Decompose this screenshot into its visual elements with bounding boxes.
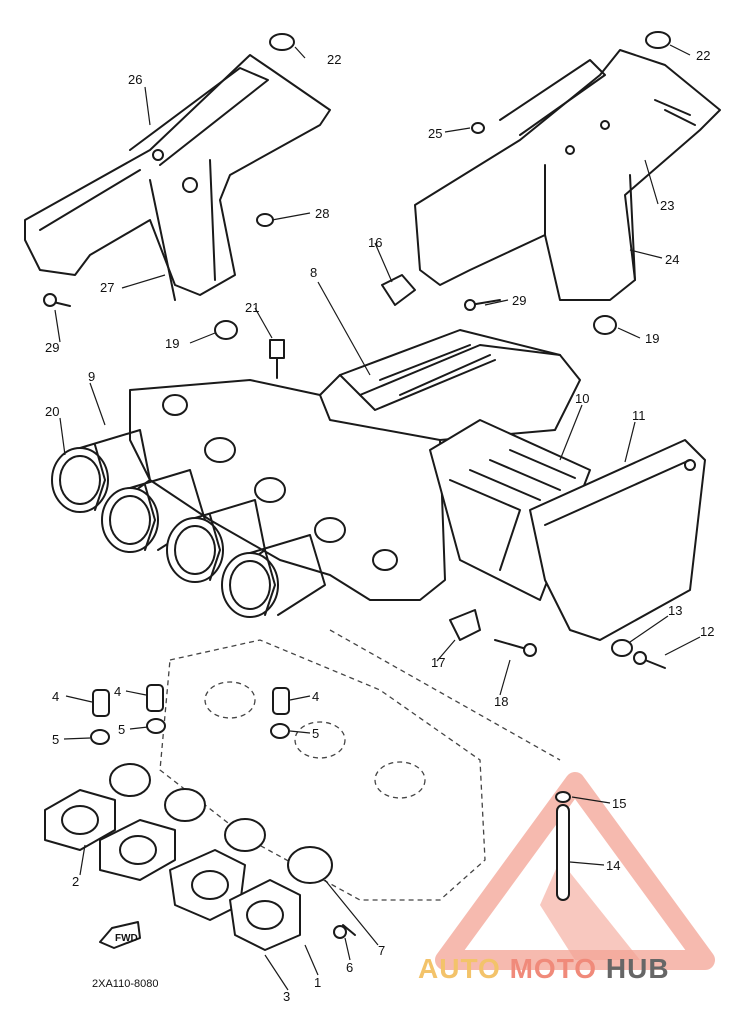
watermark-wordmark: AUTO MOTO HUB (418, 953, 670, 984)
diagram-code: 2XA110-8080 (92, 978, 158, 990)
callout-6: 6 (346, 960, 353, 975)
manifold-4 (229, 846, 333, 951)
callout-22-left: 22 (327, 52, 341, 67)
callout-10: 10 (575, 391, 589, 406)
callout-14: 14 (606, 858, 620, 873)
manifold-2 (99, 788, 206, 881)
forward-arrow: FWD (99, 921, 141, 949)
vent-hose (555, 791, 571, 901)
callout-22-right: 22 (696, 48, 710, 63)
callout-18: 18 (494, 694, 508, 709)
callout-4-b: 4 (114, 684, 121, 699)
leader-lines (54, 44, 701, 991)
callout-7: 7 (378, 943, 385, 958)
watermark-moto: MOTO (510, 953, 597, 984)
joint-4 (221, 534, 326, 618)
callout-11: 11 (632, 408, 646, 423)
callout-20: 20 (45, 404, 59, 419)
callout-12: 12 (700, 624, 714, 639)
callout-4-a: 4 (52, 689, 59, 704)
air-cleaner-cap (529, 439, 706, 641)
callout-5-b: 5 (118, 722, 125, 737)
callout-5-a: 5 (52, 732, 59, 747)
callout-27: 27 (100, 280, 114, 295)
watermark-hub: HUB (606, 953, 670, 984)
callout-2: 2 (72, 874, 79, 889)
fwd-label: FWD (115, 933, 138, 944)
callout-29-left: 29 (45, 340, 59, 355)
callout-3: 3 (283, 989, 290, 1004)
callout-17: 17 (431, 655, 445, 670)
manifold-3 (169, 818, 266, 921)
carburetor-manifolds (44, 684, 333, 951)
callout-labels: 26 27 22 28 29 19 21 8 16 25 22 23 24 29… (45, 48, 714, 1004)
air-cleaner-case (129, 329, 581, 601)
callout-5-c: 5 (312, 726, 319, 741)
callout-19-left: 19 (165, 336, 179, 351)
right-side-cover (414, 49, 721, 301)
callout-23: 23 (660, 198, 674, 213)
callout-8: 8 (310, 265, 317, 280)
callout-15: 15 (612, 796, 626, 811)
joint-1 (51, 429, 151, 513)
callout-21: 21 (245, 300, 259, 315)
callout-16: 16 (368, 235, 382, 250)
callout-24: 24 (665, 252, 679, 267)
manifold-1 (44, 763, 151, 851)
callout-28: 28 (315, 206, 329, 221)
watermark-auto: AUTO (418, 953, 501, 984)
small-fasteners (43, 31, 671, 939)
callout-25: 25 (428, 126, 442, 141)
callout-29-right: 29 (512, 293, 526, 308)
watermark-logo (435, 772, 715, 970)
callout-4-c: 4 (312, 689, 319, 704)
carburetor-joints (51, 429, 326, 618)
callout-26: 26 (128, 72, 142, 87)
callout-13: 13 (668, 603, 682, 618)
callout-1: 1 (314, 975, 321, 990)
left-side-cover (24, 54, 331, 301)
svg-text:AUTO MOTO HUB: AUTO MOTO HUB (418, 953, 670, 984)
callout-19-right: 19 (645, 331, 659, 346)
callout-9: 9 (88, 369, 95, 384)
